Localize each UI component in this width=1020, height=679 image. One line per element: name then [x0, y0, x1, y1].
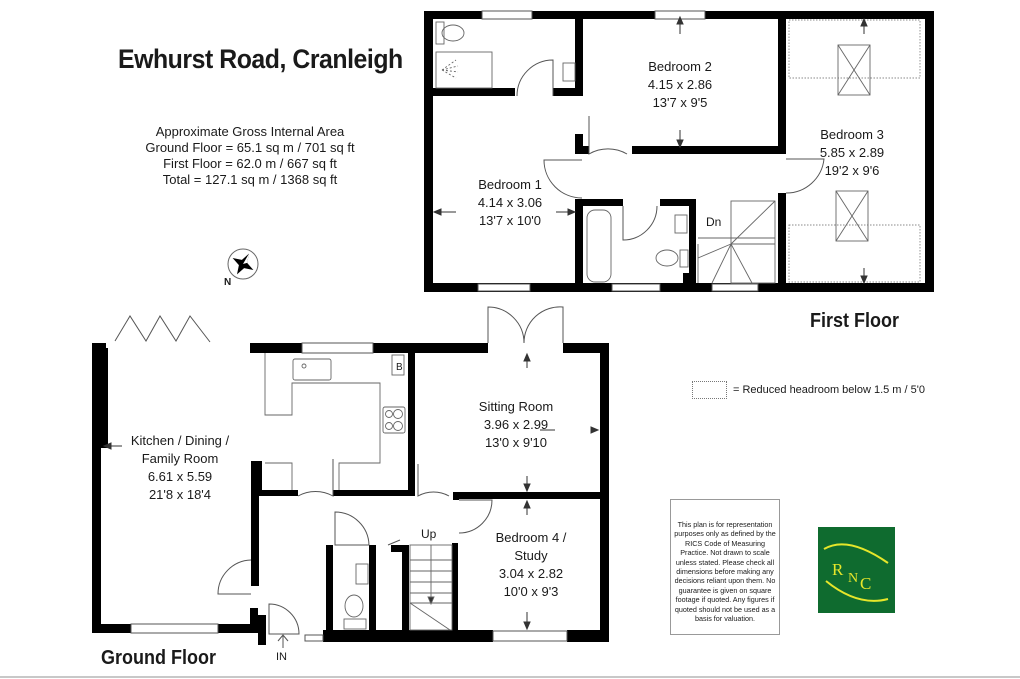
property-title: Ewhurst Road, Cranleigh — [118, 44, 403, 74]
room-metric: 4.14 x 3.06 — [477, 195, 543, 210]
room-metric: 3.96 x 2.99 — [483, 417, 549, 432]
ground-floor-label: Ground Floor — [101, 647, 216, 669]
room-imperial: 19'2 x 9'6 — [824, 163, 880, 178]
room-bedroom-2: Bedroom 2 4.15 x 2.86 13'7 x 9'5 — [640, 58, 720, 112]
room-name: Bedroom 1 — [478, 177, 542, 192]
french-doors — [487, 306, 564, 344]
room-metric: 4.15 x 2.86 — [647, 77, 713, 92]
area-first-floor: First Floor = 62.0 m / 667 sq ft — [163, 156, 337, 171]
ground-floor-doors — [217, 459, 493, 635]
area-ground-floor: Ground Floor = 65.1 sq m / 701 sq ft — [145, 140, 355, 155]
area-total: Total = 127.1 sq m / 1368 sq ft — [162, 172, 338, 187]
room-metric: 6.61 x 5.59 — [147, 469, 213, 484]
room-name: Bedroom 3 — [820, 127, 884, 142]
gross-internal-area: Approximate Gross Internal Area Ground F… — [120, 124, 380, 188]
svg-text:N: N — [848, 571, 858, 586]
rnc-logo: R N C — [818, 527, 895, 613]
ground-floor-fixtures — [264, 353, 453, 631]
room-metric: 3.04 x 2.82 — [498, 566, 564, 581]
ground-floor-windows — [130, 342, 568, 642]
ground-floor-plan — [92, 343, 609, 645]
room-name: Bedroom 2 — [648, 59, 712, 74]
room-metric: 5.85 x 2.89 — [819, 145, 885, 160]
compass-north-label: N — [224, 277, 232, 288]
svg-text:R: R — [832, 560, 844, 579]
headroom-legend: = Reduced headroom below 1.5 m / 5'0 — [692, 381, 925, 399]
room-name: Bedroom 4 / — [495, 530, 567, 545]
room-imperial: 13'7 x 9'5 — [652, 95, 708, 110]
room-imperial: 13'7 x 10'0 — [478, 213, 542, 228]
room-sitting-room: Sitting Room 3.96 x 2.99 13'0 x 9'10 — [466, 398, 566, 452]
room-kitchen-dining-family: Kitchen / Dining / Family Room 6.61 x 5.… — [120, 432, 240, 504]
room-bedroom-3: Bedroom 3 5.85 x 2.89 19'2 x 9'6 — [812, 126, 892, 180]
entrance-label: IN — [276, 651, 287, 663]
svg-text:C: C — [860, 574, 871, 593]
room-name: Sitting Room — [478, 399, 554, 414]
stairs-up-label: Up — [421, 527, 437, 541]
legend-text: = Reduced headroom below 1.5 m / 5'0 — [733, 384, 925, 396]
boiler-label: B — [396, 362, 403, 373]
skylights — [835, 44, 871, 242]
rnc-logo-icon: R N C — [823, 543, 889, 602]
bifold-doors — [114, 315, 211, 343]
room-name-line2: Family Room — [141, 451, 219, 466]
first-floor-label: First Floor — [810, 310, 900, 332]
first-floor-doors — [516, 59, 825, 241]
room-imperial: 21'8 x 18'4 — [148, 487, 212, 502]
entrance-arrow-icon — [277, 634, 289, 648]
room-name: Kitchen / Dining / — [130, 433, 230, 448]
dotted-box-icon — [692, 381, 727, 399]
room-name-line2: Study — [514, 548, 548, 563]
disclaimer-box: This plan is for representation purposes… — [670, 499, 780, 635]
first-floor-windows — [477, 10, 759, 292]
reduced-headroom-zones — [788, 19, 921, 283]
dimension-arrows — [102, 15, 868, 631]
first-floor-fixtures — [435, 21, 776, 284]
compass-rose-icon — [227, 248, 259, 280]
area-heading: Approximate Gross Internal Area — [155, 124, 345, 139]
room-bedroom-4-study: Bedroom 4 / Study 3.04 x 2.82 10'0 x 9'3 — [486, 529, 576, 601]
room-bedroom-1: Bedroom 1 4.14 x 3.06 13'7 x 10'0 — [470, 176, 550, 230]
stairs-down-label: Dn — [706, 215, 722, 229]
room-imperial: 10'0 x 9'3 — [503, 584, 559, 599]
bottom-divider — [0, 676, 1020, 678]
room-imperial: 13'0 x 9'10 — [484, 435, 548, 450]
